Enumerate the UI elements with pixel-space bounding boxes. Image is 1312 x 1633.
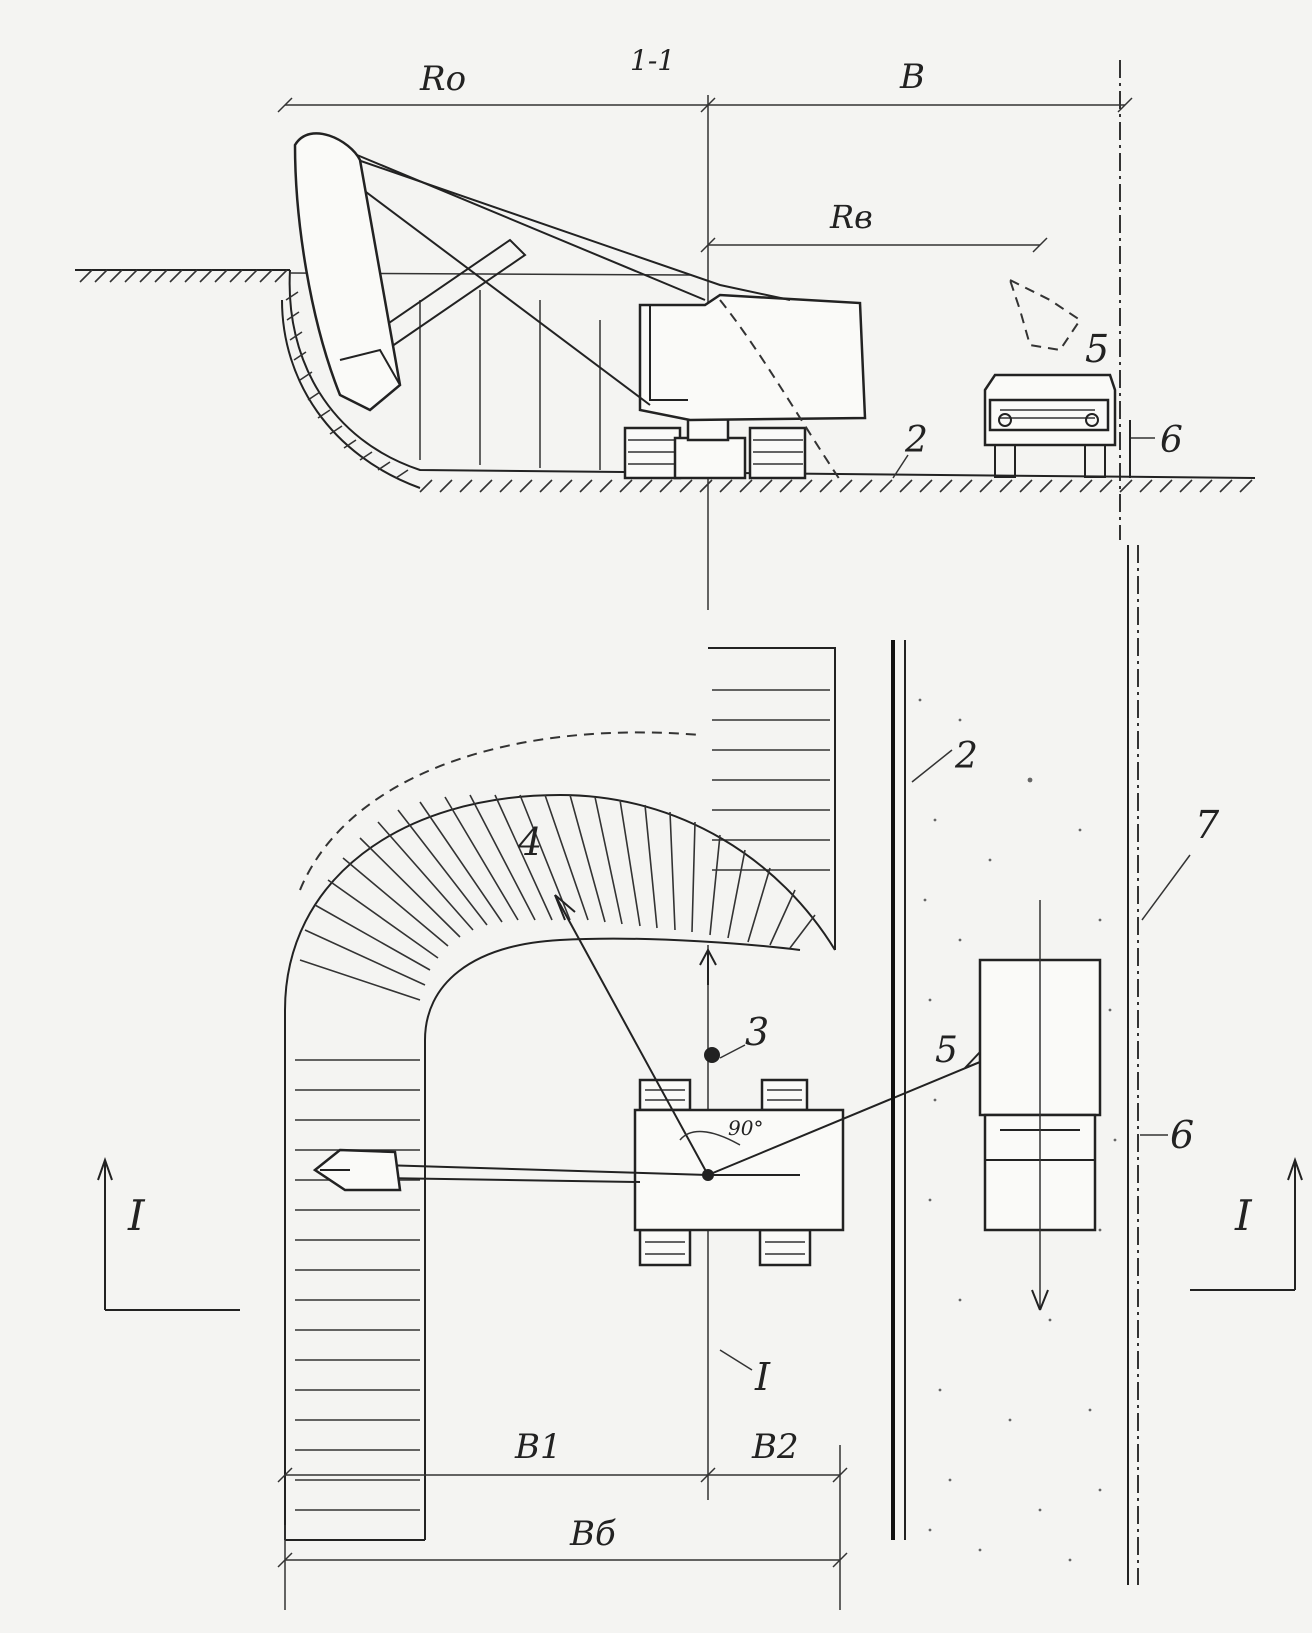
angle-label: 90°: [728, 1116, 763, 1140]
track-left-elev: [623, 426, 682, 480]
callout-2-plan: 2: [954, 736, 978, 777]
excavator-elevation: [293, 132, 867, 481]
dump-truck-elevation: [983, 278, 1117, 478]
track-top-right: [760, 1078, 809, 1112]
section-mark-left-label: I: [127, 1191, 146, 1240]
callout-7-plan: 7: [1195, 803, 1220, 847]
callout-5-plan: 5: [935, 1030, 958, 1071]
point-3: [704, 1047, 720, 1063]
section-mark-right: I: [1190, 1156, 1303, 1291]
ground-top: [75, 269, 290, 283]
haul-road: [918, 698, 1117, 1562]
excavation-band: [284, 793, 836, 1541]
boom-elev: [299, 139, 791, 301]
callout-4-plan: 4: [517, 820, 542, 864]
dimension-b1-b2: B1 B2: [277, 1427, 848, 1610]
track-top-left: [638, 1078, 692, 1112]
section-mark-left: I: [97, 1156, 240, 1311]
callout-3-plan: 3: [745, 1010, 769, 1054]
bucket-elev: [293, 132, 402, 412]
section-elevation: 1-1 Ro B Rв: [75, 44, 1256, 610]
track-bottom-right: [758, 1228, 812, 1267]
track-bottom-left: [638, 1228, 692, 1267]
radius-line-4: [554, 894, 709, 1176]
plan-view: I 90°: [97, 545, 1303, 1610]
dim-b1-label: B1: [514, 1427, 562, 1467]
dim-ro-label: Ro: [419, 59, 466, 99]
callout-6-plan: 6: [1170, 1113, 1194, 1157]
boom-plan: [379, 1164, 709, 1176]
dim-b-label: B: [899, 57, 925, 97]
axis-mark: I: [754, 1355, 771, 1399]
callout-5-elev: 5: [1085, 327, 1109, 371]
dimension-ro-b: Ro B: [277, 57, 1133, 113]
right-boundary: 6 7: [1127, 545, 1220, 1585]
undercarriage-elev: [673, 436, 747, 480]
dim-bb-label: Bб: [569, 1514, 616, 1554]
callout-2-elev: 2: [904, 420, 928, 461]
section-title: 1-1: [630, 44, 675, 77]
section-mark-right-label: I: [1234, 1191, 1253, 1240]
dim-b2-label: B2: [751, 1427, 799, 1467]
dimension-rv: Rв: [700, 198, 1048, 253]
bucket-plan: [312, 1148, 402, 1192]
dimension-bb: Bб: [277, 1514, 848, 1610]
excavation-pit-profile: [281, 269, 1256, 493]
existing-block: [708, 647, 836, 950]
callout-6-elev: 6: [1160, 420, 1183, 461]
road-edge-2: 2: [891, 640, 978, 1540]
max-reach-arc: [299, 731, 701, 891]
dim-rv-label: Rв: [829, 198, 873, 236]
excavator-body: [638, 293, 867, 422]
excavator-body-plan: [633, 1108, 845, 1232]
dump-truck-plan: 5: [935, 900, 1102, 1311]
excavator-plan: 90°: [312, 894, 1046, 1267]
track-right-elev: [748, 426, 807, 480]
